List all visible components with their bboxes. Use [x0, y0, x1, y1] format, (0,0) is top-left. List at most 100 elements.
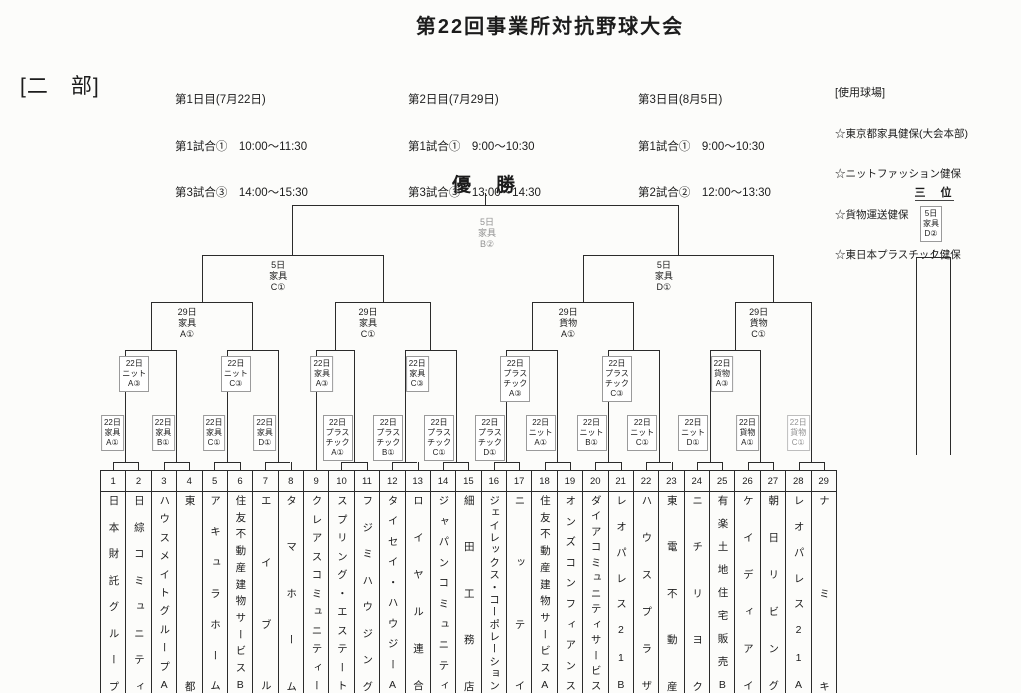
- team-name-char: コ: [564, 556, 577, 568]
- team-name-char: ン: [437, 556, 450, 568]
- team-name-char: 物: [538, 595, 551, 606]
- team-name-char: ミ: [437, 598, 450, 609]
- team-name-char: ハ: [158, 495, 171, 506]
- team-number: 10: [329, 471, 354, 492]
- bracket-line-v: [608, 350, 609, 462]
- team-name-char: ィ: [589, 618, 602, 630]
- team-name-char: パ: [792, 546, 805, 558]
- team-name-char: ウ: [640, 532, 653, 543]
- bracket-line-v: [404, 350, 406, 462]
- match-label-line: 家具: [923, 219, 939, 228]
- team-name-char: A: [538, 678, 551, 691]
- team-name-char: グ: [158, 605, 171, 616]
- team-name-char: ー: [107, 654, 120, 665]
- team-name-char: ッ: [488, 544, 501, 555]
- team-name-char: タ: [285, 495, 298, 506]
- bracket-line-v: [506, 350, 508, 462]
- team-name-char: A: [792, 678, 805, 691]
- match-label-line: 22日: [430, 418, 448, 427]
- match-label-line: 5日: [924, 209, 938, 218]
- team-name-char: ・: [335, 587, 348, 599]
- bracket-line-h: [315, 350, 354, 351]
- bracket-line-v: [633, 302, 635, 350]
- team-name-char: ス: [564, 680, 577, 691]
- team-name-char: ー: [488, 606, 501, 617]
- match-label-line: 家具: [206, 428, 223, 437]
- bracket-line-h: [442, 462, 469, 463]
- team-name-char: ジ: [361, 521, 374, 533]
- match-label-line: 家具: [313, 369, 330, 378]
- match-label-line: 22日: [532, 418, 550, 427]
- bracket-line-h: [150, 302, 253, 303]
- bracket-line-h: [214, 462, 240, 463]
- team-name-char: シ: [488, 655, 501, 667]
- team-name: タマホーム: [279, 492, 303, 693]
- team-name-char: デ: [741, 569, 754, 580]
- champion-label: 優 勝: [451, 175, 518, 196]
- team-number: 29: [811, 471, 836, 492]
- match-label-line: プラス: [477, 428, 502, 437]
- team-name-char: ビ: [767, 606, 780, 617]
- bracket-line-v: [382, 255, 384, 302]
- schedule-game: 第3試合③ 14:00〜15:30: [175, 187, 308, 199]
- match-label-line: 貨物: [749, 318, 768, 328]
- team-name-char: 住: [538, 495, 551, 506]
- match-label-line: 家具: [359, 318, 378, 328]
- team-name-char: グ: [361, 680, 374, 692]
- team-name: ケイディアイ: [735, 492, 759, 693]
- team-name-char: 工: [462, 587, 475, 599]
- bracket-line-h: [334, 302, 431, 303]
- bracket-line-h: [341, 462, 367, 463]
- match-label-line: D①: [656, 282, 672, 292]
- team-name-char: 2: [614, 624, 627, 637]
- match-label-line: C①: [791, 438, 805, 447]
- bracket-line-v: [252, 302, 254, 350]
- team-name-char: レ: [792, 495, 805, 506]
- team-name-char: 産: [234, 561, 247, 573]
- team-name-char: オ: [564, 495, 577, 506]
- team-name-char: ヨ: [691, 634, 704, 645]
- team-name-char: ビ: [538, 645, 551, 656]
- bracket-line-h: [163, 462, 189, 463]
- match-label-line: A③: [509, 389, 522, 398]
- team-name-char: オ: [614, 520, 627, 532]
- team-name-char: 1: [614, 651, 627, 664]
- team-name: ニチリヨク: [685, 492, 709, 693]
- match-label-line: C①: [751, 329, 766, 339]
- bracket-line-h: [544, 462, 570, 463]
- bracket-line-v: [292, 205, 294, 255]
- team-name-char: ポ: [488, 618, 501, 630]
- match-label-line: A③: [315, 379, 329, 388]
- schedule-date: 第2日目(7月29日): [408, 94, 499, 106]
- team-name-char: ト: [335, 680, 348, 691]
- venue-item: ☆ニットファッション健保: [835, 168, 961, 180]
- bracket-line-v: [468, 462, 470, 470]
- team-name-char: サ: [538, 612, 551, 623]
- match-label-line: 29日: [177, 307, 197, 317]
- match-label-line: 22日: [481, 418, 499, 427]
- team-name-char: テ: [132, 654, 145, 665]
- bracket-line-v: [150, 302, 152, 350]
- bracket-line-v: [341, 462, 343, 470]
- bracket-line-v: [354, 350, 355, 462]
- team-name-char: ン: [564, 659, 577, 671]
- schedule-day-2: 第2日目(7月29日) 第1試合① 9:00〜10:30 第3試合③ 13:00…: [408, 62, 541, 217]
- match-label-line: ニット: [630, 428, 655, 437]
- bracket-line-v: [417, 462, 419, 470]
- bracket-line-v: [677, 205, 679, 255]
- bracket-line-v: [646, 462, 648, 470]
- match-label-line: 29日: [358, 307, 378, 317]
- team-number: 5: [202, 471, 227, 492]
- venues-title: [使用球場]: [835, 87, 886, 99]
